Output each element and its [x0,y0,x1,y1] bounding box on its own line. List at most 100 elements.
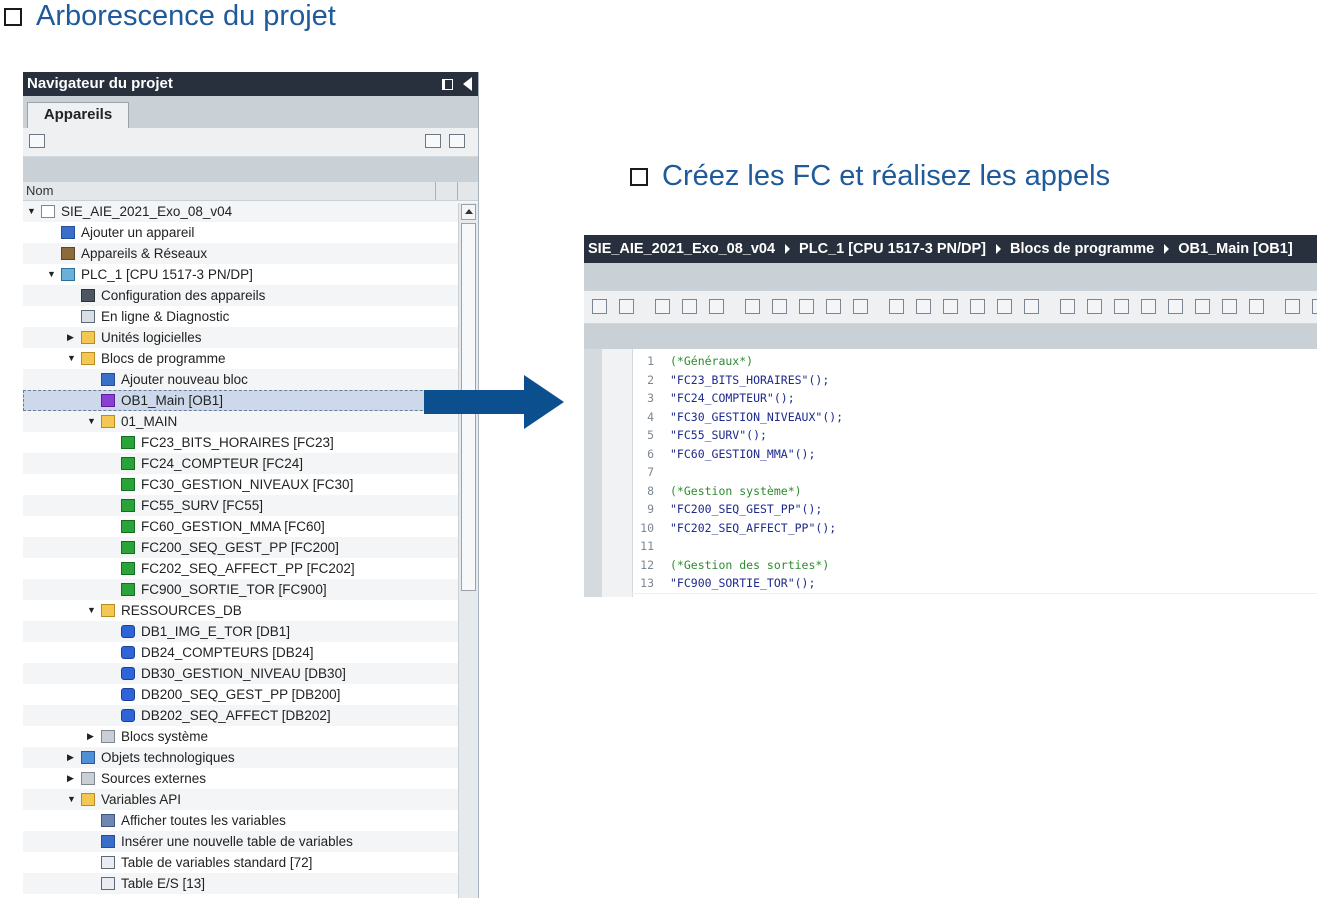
tree-item-label: Appareils & Réseaux [81,246,208,261]
tree-item[interactable]: DB200_SEQ_GEST_PP [DB200] [23,684,478,705]
tree-item[interactable]: Ajouter nouveau bloc [23,369,478,390]
db-block-icon [121,667,135,680]
expand-down-icon[interactable]: ▼ [87,416,96,426]
uncomment-icon[interactable] [799,299,814,314]
force-icon[interactable] [1285,299,1300,314]
compile-icon[interactable] [1024,299,1039,314]
tree-item[interactable]: DB24_COMPTEURS [DB24] [23,642,478,663]
fc-block-icon [121,478,135,491]
tree-item[interactable]: Table E/S [13] [23,873,478,894]
expand-down-icon[interactable]: ▼ [67,794,76,804]
tree-item[interactable]: DB202_SEQ_AFFECT [DB202] [23,705,478,726]
tree-item[interactable]: FC23_BITS_HORAIRES [FC23] [23,432,478,453]
breakpoint-icon[interactable] [853,299,868,314]
breadcrumb-project[interactable]: SIE_AIE_2021_Exo_08_v04 [588,241,776,257]
tree-item[interactable]: ▶Unités logicielles [23,327,478,348]
insert-network-icon[interactable] [592,299,607,314]
line-number: 4 [647,409,654,424]
tree-item[interactable]: FC900_SORTIE_TOR [FC900] [23,579,478,600]
tree-item[interactable]: ▶Objets technologiques [23,747,478,768]
tree-item[interactable]: DB1_IMG_E_TOR [DB1] [23,621,478,642]
overview-icon[interactable] [29,134,45,148]
call-icon[interactable] [1168,299,1183,314]
collapse-icon[interactable] [1087,299,1102,314]
tree-item[interactable]: FC200_SEQ_GEST_PP [FC200] [23,537,478,558]
tree-item[interactable]: ▼RESSOURCES_DB [23,600,478,621]
tree-item[interactable]: FC60_GESTION_MMA [FC60] [23,516,478,537]
tree-item[interactable]: ▼01_MAIN [23,411,478,432]
delete-network-icon[interactable] [619,299,634,314]
expand-right-icon[interactable]: ▶ [67,773,74,783]
expand-down-icon[interactable]: ▼ [87,605,96,615]
breadcrumb-program-blocks[interactable]: Blocs de programme [1010,241,1155,257]
breadcrumb-plc[interactable]: PLC_1 [CPU 1517-3 PN/DP] [799,241,986,257]
next-bookmark-icon[interactable] [997,299,1012,314]
technology-objects-icon [81,751,95,764]
fc-block-icon [121,583,135,596]
tree-item[interactable]: FC202_SEQ_AFFECT_PP [FC202] [23,558,478,579]
tab-appareils[interactable]: Appareils [27,102,129,129]
tree-item[interactable]: FC24_COMPTEUR [FC24] [23,453,478,474]
tree-item[interactable]: FC30_GESTION_NIVEAUX [FC30] [23,474,478,495]
jump-icon[interactable] [1195,299,1210,314]
insert-row-icon[interactable] [655,299,670,314]
tree-item[interactable]: ▶Blocs système [23,726,478,747]
tree-item[interactable]: Insérer une nouvelle table de variables [23,831,478,852]
detail-view-icon[interactable] [425,134,441,148]
expand-right-icon[interactable]: ▶ [67,752,74,762]
collapse-left-icon[interactable] [463,77,472,91]
tree-item-label: Ajouter un appareil [81,225,195,240]
fc-block-icon [121,499,135,512]
tree-item[interactable]: ▼Blocs de programme [23,348,478,369]
monitor-icon[interactable] [826,299,841,314]
line-number: 1 [647,354,654,368]
code-gutter-margin [602,349,633,597]
tree-item[interactable]: DB30_GESTION_NIVEAU [DB30] [23,663,478,684]
scroll-up-button[interactable] [461,204,476,220]
expand-icon[interactable] [1114,299,1129,314]
network-view-icon[interactable] [1312,299,1317,314]
pane-layout-icon[interactable] [442,78,453,90]
indent-icon[interactable] [709,299,724,314]
navigator-titlebar: Navigateur du projet [23,72,478,96]
chevron-right-icon [996,244,1001,254]
tree-item[interactable]: ▶Sources externes [23,768,478,789]
expand-down-icon[interactable]: ▼ [27,206,36,216]
tree-item[interactable]: En ligne & Diagnostic [23,306,478,327]
tree-item-label: Afficher toutes les variables [121,813,286,828]
bookmark-icon[interactable] [943,299,958,314]
plc-tags-folder-icon [81,793,95,806]
code-area[interactable]: 1(*Généraux*)2"FC23_BITS_HORAIRES"();3"F… [584,349,1317,597]
breadcrumb-ob1[interactable]: OB1_Main [OB1] [1178,241,1293,257]
tree-item[interactable]: ▼Variables API [23,789,478,810]
expand-right-icon[interactable]: ▶ [67,332,74,342]
expand-right-icon[interactable]: ▶ [87,731,94,741]
go-to-line-icon[interactable] [1060,299,1075,314]
code-comment: (*Généraux*) [670,354,754,368]
goto-icon[interactable] [916,299,931,314]
expand-down-icon[interactable]: ▼ [67,353,76,363]
tree-item[interactable]: FC55_SURV [FC55] [23,495,478,516]
tree-scrollbar[interactable] [458,203,478,898]
tree-item-label: Table de variables standard [72] [121,855,313,870]
return-icon[interactable] [1222,299,1237,314]
favorites-icon[interactable] [1141,299,1156,314]
tree-item-selected[interactable]: OB1_Main [OB1] [23,390,478,411]
tree-item[interactable]: Ajouter un appareil [23,222,478,243]
navigator-gap [23,157,478,182]
column-header[interactable]: Nom [23,182,478,201]
tree-item[interactable]: Table de variables standard [72] [23,852,478,873]
export-icon[interactable] [449,134,465,148]
tree-item[interactable]: ▼PLC_1 [CPU 1517-3 PN/DP] [23,264,478,285]
comment-icon[interactable] [772,299,787,314]
step-icon[interactable] [889,299,904,314]
tree-item[interactable]: Appareils & Réseaux [23,243,478,264]
tree-item[interactable]: ▼SIE_AIE_2021_Exo_08_v04 [23,201,478,222]
tree-item[interactable]: Configuration des appareils [23,285,478,306]
tree-item[interactable]: Afficher toutes les variables [23,810,478,831]
expand-down-icon[interactable]: ▼ [47,269,56,279]
insert-empty-box-icon[interactable] [682,299,697,314]
watch-icon[interactable] [1249,299,1264,314]
outdent-icon[interactable] [745,299,760,314]
prev-bookmark-icon[interactable] [970,299,985,314]
